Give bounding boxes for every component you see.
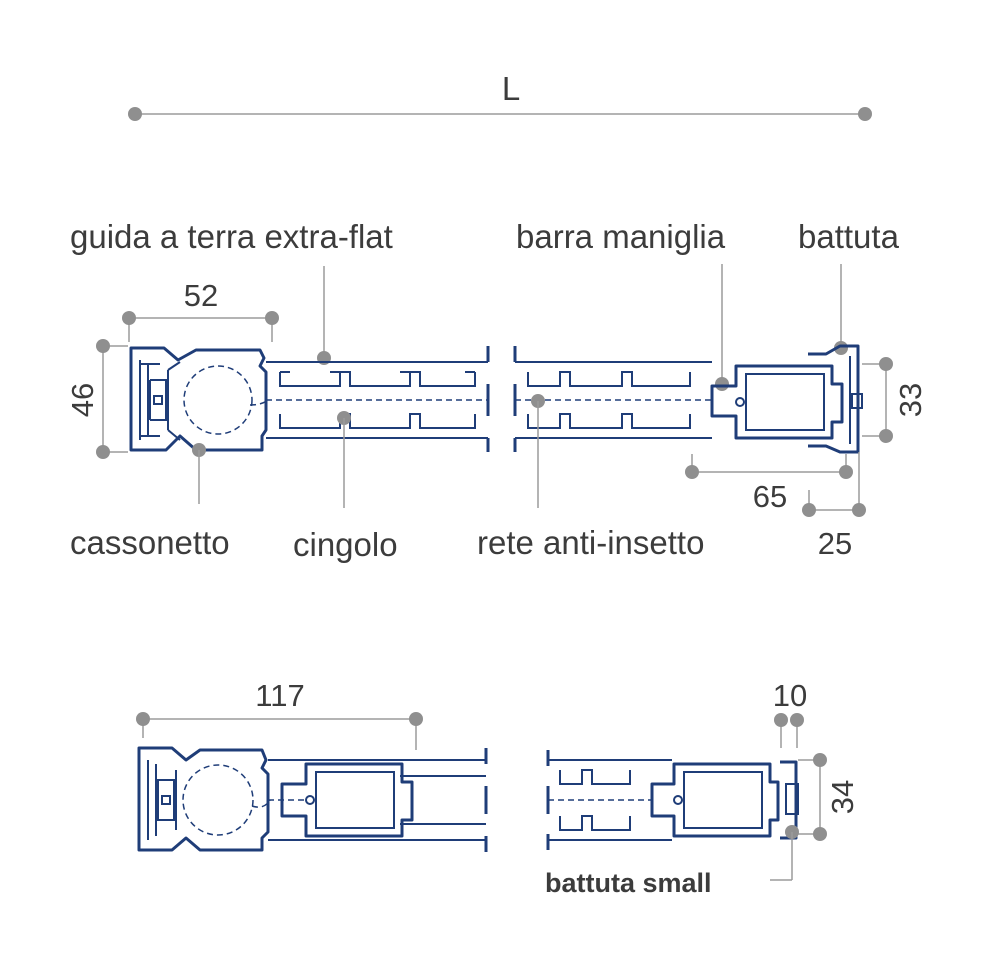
label-rete: rete anti-insetto [477, 524, 704, 561]
label-battuta: battuta [798, 218, 900, 255]
leaders-top [317, 264, 848, 391]
leader-battuta-small [770, 825, 799, 881]
dimension-33-label: 33 [893, 383, 928, 417]
leaders-bottom [192, 394, 545, 508]
label-battuta-small: battuta small [545, 868, 712, 898]
dimension-52: 52 [122, 278, 279, 342]
bottom-right-profile [546, 750, 799, 850]
label-barra: barra maniglia [516, 218, 726, 255]
dimension-117-label: 117 [255, 678, 304, 713]
dimension-65-label: 65 [753, 479, 787, 514]
dimension-34: 34 [798, 753, 860, 841]
dimension-10: 10 [773, 678, 807, 748]
dimension-65: 65 [685, 454, 853, 514]
dimension-117: 117 [136, 678, 423, 750]
dimension-46-label: 46 [65, 383, 100, 417]
label-cassonetto: cassonetto [70, 524, 230, 561]
dimension-52-label: 52 [184, 278, 218, 313]
dimension-10-label: 10 [773, 678, 807, 713]
dimension-25-label: 25 [818, 526, 852, 561]
top-profile [129, 344, 863, 454]
bottom-left-profile [137, 746, 488, 852]
dimension-34-label: 34 [825, 780, 860, 814]
dimension-46: 46 [65, 339, 128, 459]
dimension-25: 25 [802, 452, 866, 561]
label-guida: guida a terra extra-flat [70, 218, 393, 255]
dimension-L-label: L [502, 70, 520, 107]
dimension-L: L [128, 70, 872, 121]
label-cingolo: cingolo [293, 526, 398, 563]
dimension-33: 33 [862, 357, 928, 443]
